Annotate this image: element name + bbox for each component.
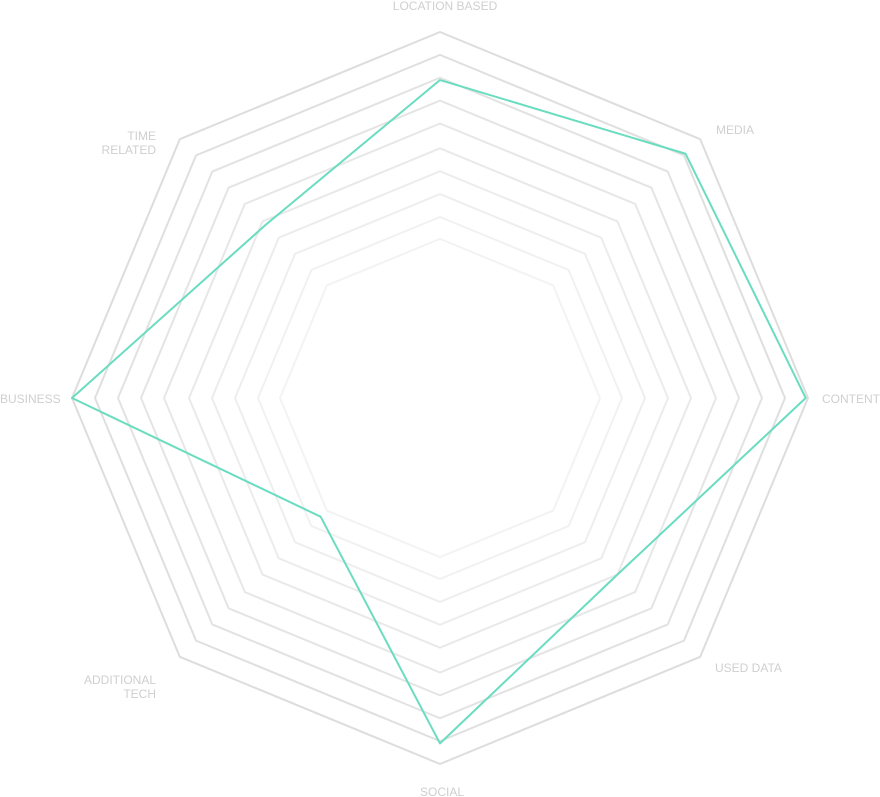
axis-label-5-line-0: ADDITIONAL	[84, 673, 156, 687]
axis-label-6-line-0: BUSINESS	[0, 392, 61, 406]
grid-ring-0	[279, 237, 601, 559]
data-series	[71, 79, 807, 745]
grid-ring-3	[211, 170, 669, 626]
axis-label-3: USED DATA	[715, 661, 782, 675]
axis-label-6: BUSINESS	[0, 392, 61, 406]
axis-label-1: MEDIA	[716, 123, 754, 137]
axis-label-4-line-0: SOCIAL	[420, 785, 464, 797]
grid-rings	[71, 31, 809, 765]
axis-label-2-line-0: CONTENT	[822, 392, 880, 406]
series-line-0	[71, 79, 807, 745]
grid-ring-5	[163, 122, 717, 674]
grid-ring-9	[71, 31, 809, 765]
axis-label-7-line-0: TIME	[127, 129, 156, 143]
grid-ring-6	[140, 99, 740, 697]
axis-label-5-line-1: TECH	[123, 687, 156, 701]
grid-ring-7	[117, 76, 763, 720]
axis-label-4: SOCIAL	[420, 785, 464, 797]
axis-label-0-line-0: LOCATION BASED	[393, 0, 498, 13]
axis-label-7-line-1: RELATED	[102, 143, 157, 157]
axis-label-0: LOCATION BASED	[393, 0, 498, 13]
axis-label-2: CONTENT	[822, 392, 880, 406]
grid-ring-2	[234, 193, 646, 603]
axis-label-3-line-0: USED DATA	[715, 661, 782, 675]
axis-label-1-line-0: MEDIA	[716, 123, 754, 137]
grid-ring-4	[188, 147, 692, 649]
grid-ring-8	[94, 53, 786, 743]
grid-ring-1	[257, 215, 623, 581]
